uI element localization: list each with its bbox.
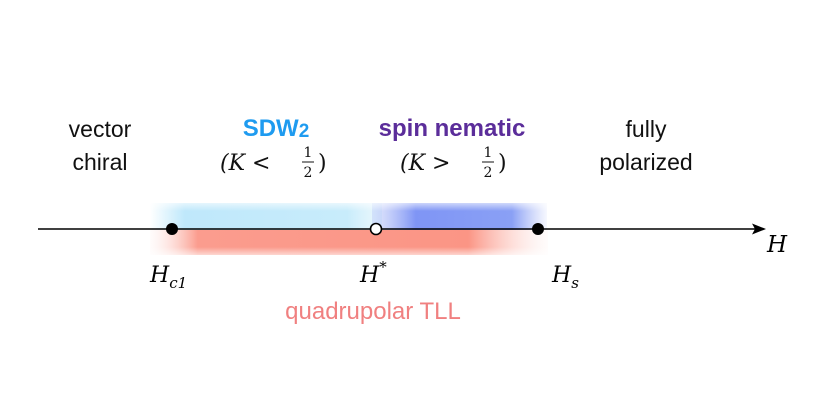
hstar-label: H* — [359, 258, 387, 288]
svg-text:1: 1 — [304, 145, 313, 161]
svg-text:2: 2 — [304, 165, 313, 181]
svg-text:(K <: (K < — [220, 151, 270, 176]
sdw2-title: SDW2 — [243, 115, 310, 142]
band-fade-top — [150, 203, 548, 211]
vector-chiral-line1: vector — [69, 116, 132, 142]
svg-text:(K >: (K > — [400, 151, 450, 176]
axis-label: H — [766, 232, 788, 258]
hs-label: Hs — [551, 263, 579, 292]
hstar-point — [369, 222, 383, 236]
hs-point — [532, 223, 544, 235]
svg-text:1: 1 — [484, 145, 493, 161]
band-fade-bottom — [150, 247, 548, 255]
vector-chiral-line2: chiral — [73, 149, 128, 175]
spin-nematic-title: spin nematic — [379, 115, 526, 142]
fully-polarized-line1: fully — [626, 116, 667, 142]
spin-nematic-condition: (K > 1 2 ) — [400, 145, 507, 181]
quadrupolar-tll-label: quadrupolar TLL — [285, 298, 461, 325]
hc1-label: Hc1 — [149, 263, 187, 292]
fully-polarized-line2: polarized — [599, 149, 692, 175]
hc1-point — [166, 223, 178, 235]
svg-text:): ) — [318, 151, 327, 176]
axis-arrowhead — [752, 223, 766, 235]
sdw2-condition: (K < 1 2 ) — [220, 145, 327, 181]
svg-text:2: 2 — [484, 165, 493, 181]
svg-text:): ) — [498, 151, 507, 176]
